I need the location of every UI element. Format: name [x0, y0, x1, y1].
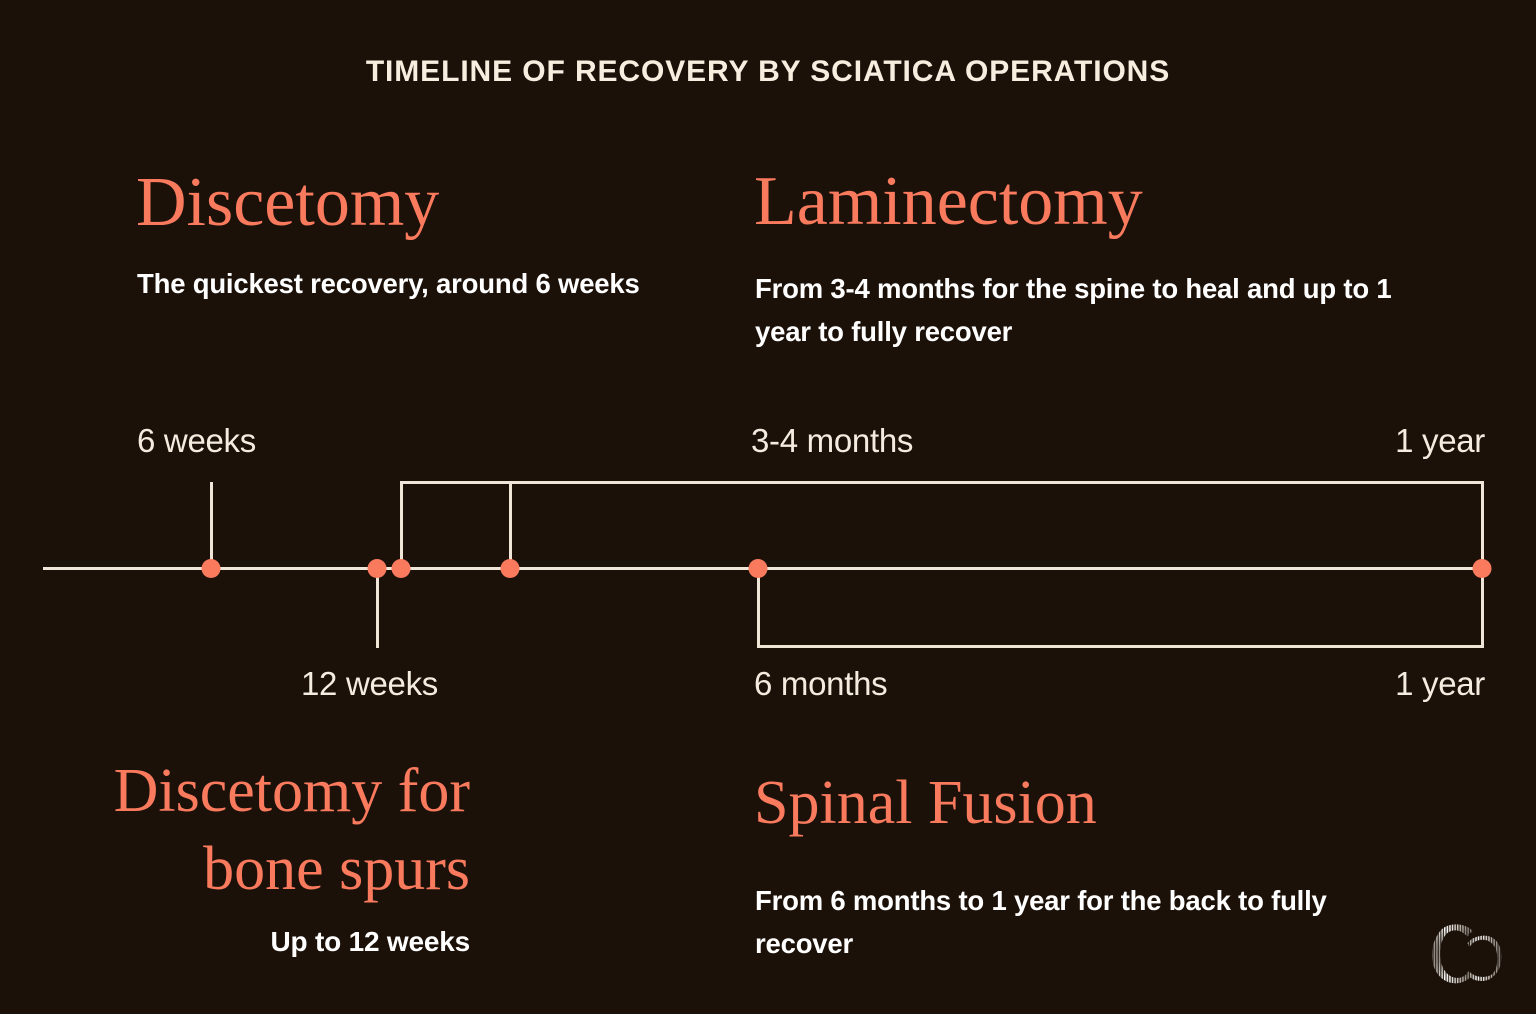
- timeline-label-1-year-top: 1 year: [1395, 422, 1485, 459]
- operation-title-laminectomy: Laminectomy: [754, 163, 1143, 240]
- operation-description-discetomy-bone-spurs: Up to 12 weeks: [270, 926, 470, 957]
- timeline-dot-3-4-months: [391, 559, 411, 578]
- timeline-dot-6-months: [748, 559, 768, 578]
- bracket-spinal-fusion: [757, 569, 1484, 648]
- operation-title-discetomy: Discetomy: [136, 164, 440, 241]
- operation-description-spinal-fusion: From 6 months to 1 year for the back to …: [755, 885, 1327, 959]
- timeline-dot-12-weeks: [367, 559, 387, 578]
- bracket-laminectomy: [400, 481, 1484, 568]
- brand-logo-co-icon: [1432, 924, 1502, 984]
- timeline-label-1-year-bottom: 1 year: [1395, 665, 1485, 702]
- operation-title-discetomy-bone-spurs: Discetomy for bone spurs: [113, 757, 470, 903]
- operation-description-discetomy: The quickest recovery, around 6 weeks: [137, 268, 640, 299]
- timeline-dot-6-weeks: [201, 559, 221, 578]
- timeline-dot-4-months: [500, 559, 520, 578]
- timeline-dot-1-year: [1472, 559, 1492, 578]
- operation-title-spinal-fusion: Spinal Fusion: [754, 769, 1097, 837]
- timeline-label-6-weeks: 6 weeks: [137, 422, 256, 459]
- timeline-label-3-4-months: 3-4 months: [751, 422, 914, 459]
- timeline-label-12-weeks: 12 weeks: [301, 665, 439, 702]
- page-title: TIMELINE OF RECOVERY BY SCIATICA OPERATI…: [365, 55, 1171, 88]
- operation-description-laminectomy: From 3-4 months for the spine to heal an…: [755, 273, 1392, 347]
- timeline-label-6-months: 6 months: [754, 665, 888, 702]
